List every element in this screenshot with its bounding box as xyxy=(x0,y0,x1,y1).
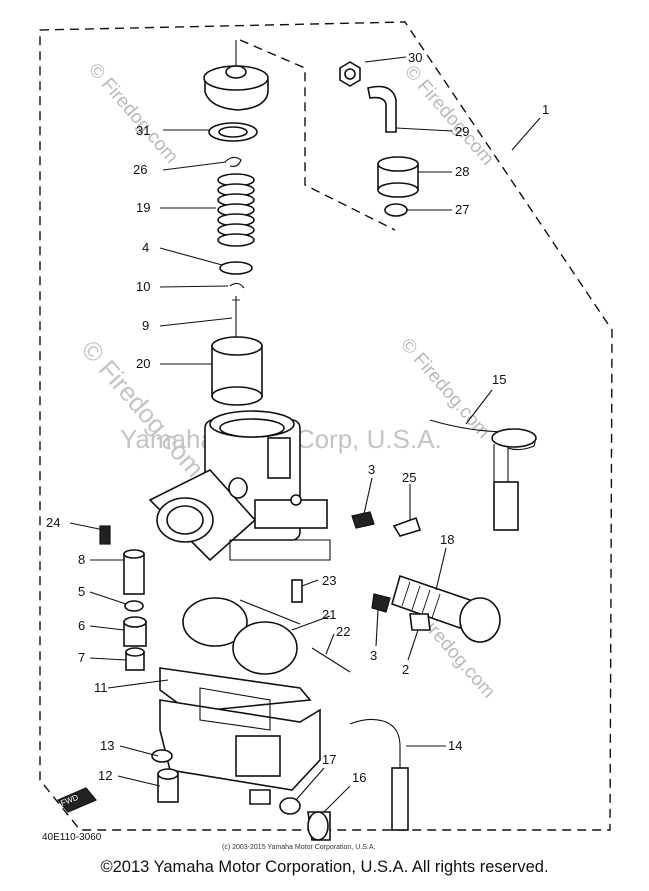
callout-20: 20 xyxy=(136,356,150,371)
float-bowl xyxy=(159,687,321,805)
callout-1: 1 xyxy=(542,102,549,117)
small-washer xyxy=(384,203,408,217)
float-bowl-gasket xyxy=(159,667,312,713)
small-copyright: (c) 2003-2015 Yamaha Motor Corporation, … xyxy=(222,844,375,851)
callout-16: 16 xyxy=(352,770,366,785)
watermark-logo-topleft: © Firedog.com xyxy=(84,60,182,168)
callout-5: 5 xyxy=(78,584,85,599)
throttle-stop-screw xyxy=(371,593,391,613)
drain-screw-top xyxy=(99,525,111,545)
callout-6: 6 xyxy=(78,618,85,633)
leader-lines xyxy=(69,56,541,813)
footer-copyright: ©2013 Yamaha Motor Corporation, U.S.A. A… xyxy=(100,858,549,876)
callout-labels: 30 29 31 26 28 27 19 4 10 9 20 15 3 25 2… xyxy=(46,50,549,785)
callout-10: 10 xyxy=(136,279,150,294)
forward-arrow-badge: FWD xyxy=(57,787,97,813)
callout-30: 30 xyxy=(408,50,422,65)
callout-22: 22 xyxy=(336,624,350,639)
needle-jet xyxy=(123,549,145,595)
cap-link-outline xyxy=(239,39,396,231)
callout-7: 7 xyxy=(78,650,85,665)
plug-washer xyxy=(279,797,301,815)
callout-26: 26 xyxy=(133,162,147,177)
callout-21: 21 xyxy=(322,607,336,622)
callout-14: 14 xyxy=(448,738,462,753)
callout-4: 4 xyxy=(142,240,149,255)
drain-hose xyxy=(349,718,401,831)
callout-13: 13 xyxy=(100,738,114,753)
callout-24: 24 xyxy=(46,515,60,530)
float xyxy=(182,597,301,675)
vent-hose-elbow xyxy=(367,85,397,133)
needle-clip xyxy=(229,282,245,289)
main-jet xyxy=(392,516,422,537)
watermark-logo-topright: © Firedog.com xyxy=(400,62,498,170)
callout-11: 11 xyxy=(94,680,108,695)
callout-17: 17 xyxy=(322,752,336,767)
throttle-spring xyxy=(217,173,255,247)
carburetor-top-cap xyxy=(203,40,269,111)
callout-31: 31 xyxy=(136,123,150,138)
starter-plunger xyxy=(391,574,501,643)
pilot-air-screw xyxy=(351,511,375,529)
spring-clip xyxy=(224,156,242,167)
callout-19: 19 xyxy=(136,200,150,215)
callout-3-upper: 3 xyxy=(368,462,375,477)
callout-3-lower: 3 xyxy=(370,648,377,663)
rubber-cap xyxy=(377,156,419,198)
air-vent-cap xyxy=(339,61,361,87)
callout-12: 12 xyxy=(98,768,112,783)
carburetor-body xyxy=(148,410,331,562)
callout-23: 23 xyxy=(322,573,336,588)
pilot-jet xyxy=(125,647,145,671)
callout-2: 2 xyxy=(402,662,409,677)
throttle-valve xyxy=(211,336,263,406)
assembly-outline xyxy=(39,21,613,831)
o-ring-washer xyxy=(124,600,144,612)
callout-25: 25 xyxy=(402,470,416,485)
callout-28: 28 xyxy=(455,164,469,179)
callout-8: 8 xyxy=(78,552,85,567)
callout-29: 29 xyxy=(455,124,469,139)
drain-screw xyxy=(157,768,179,803)
callout-15: 15 xyxy=(492,372,506,387)
part-code: 40E110-3060 xyxy=(42,832,102,843)
callout-18: 18 xyxy=(440,532,454,547)
drain-washer xyxy=(151,749,173,763)
float-pin xyxy=(311,647,351,673)
drain-plug xyxy=(307,811,331,841)
valve-seat-screw xyxy=(409,613,431,631)
callout-9: 9 xyxy=(142,318,149,333)
needle-retainer-plate xyxy=(219,261,253,275)
starter-jet xyxy=(291,579,303,603)
jet-holder xyxy=(123,616,147,647)
callout-27: 27 xyxy=(455,202,469,217)
